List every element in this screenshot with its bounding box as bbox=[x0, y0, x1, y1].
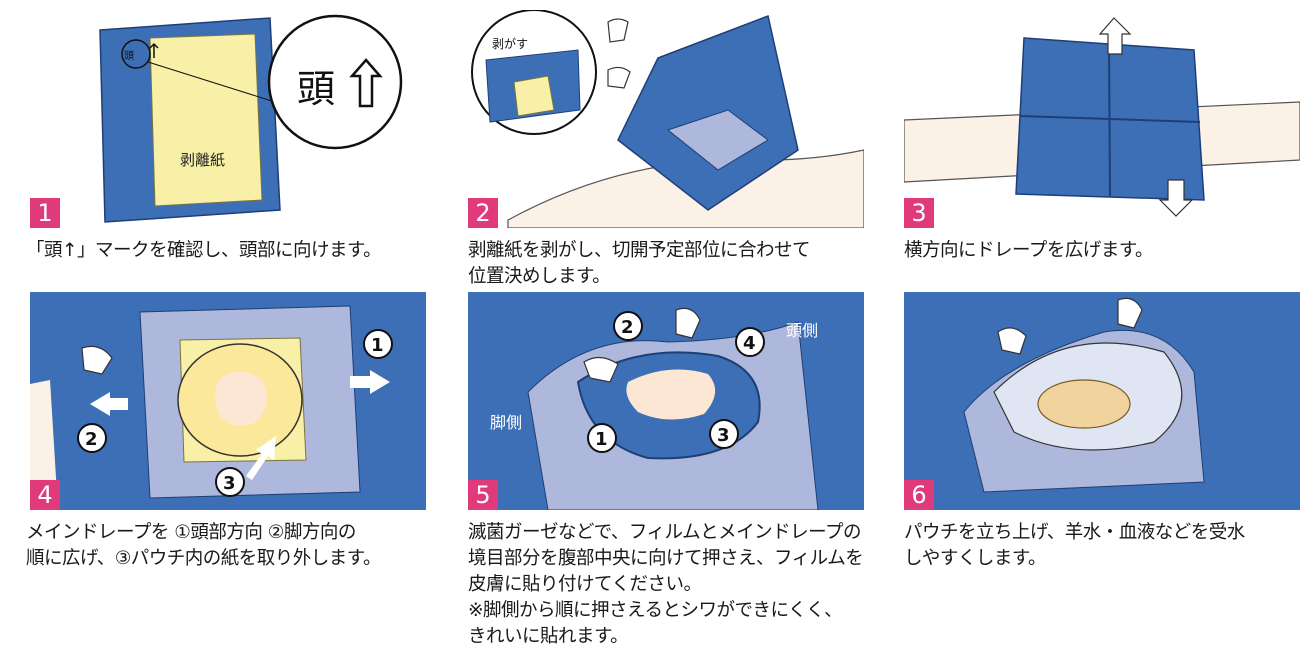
step-6-caption: パウチを立ち上げ、羊水・血液などを受水 しやすくします。 bbox=[904, 522, 1245, 569]
step-6-illustration: 6 bbox=[904, 292, 1300, 510]
zoom-head-label: 頭 bbox=[297, 67, 335, 111]
callout-3: 3 bbox=[717, 425, 730, 446]
step-2-caption: 剥離紙を剥がし、切開予定部位に合わせて 位置決めします。 bbox=[468, 240, 811, 287]
step-number: 2 bbox=[468, 198, 498, 228]
callout-1: 1 bbox=[595, 429, 608, 450]
step-3-illustration: 3 bbox=[904, 10, 1300, 228]
small-head-label: 頭 bbox=[124, 50, 134, 62]
step-5-caption: 滅菌ガーゼなどで、フィルムとメインドレープの 境目部分を腹部中央に向けて押さえ、… bbox=[468, 522, 864, 647]
callout-2: 2 bbox=[85, 429, 98, 450]
head-side-label: 頭側 bbox=[786, 321, 818, 340]
callout-4: 4 bbox=[743, 333, 756, 354]
step-number: 4 bbox=[30, 480, 60, 510]
callout-3: 3 bbox=[223, 473, 236, 494]
step-number: 1 bbox=[30, 198, 60, 228]
foot-side-label: 脚側 bbox=[490, 413, 522, 432]
step-3-caption: 横方向にドレープを広げます。 bbox=[904, 240, 1154, 261]
step-1-caption: 「頭↑」マークを確認し、頭部に向けます。 bbox=[26, 240, 382, 261]
step-number: 3 bbox=[904, 198, 934, 228]
step-2-illustration: 剥がす 2 bbox=[468, 10, 864, 228]
step-4-illustration: 1 2 3 4 bbox=[30, 292, 426, 510]
step-number: 6 bbox=[904, 480, 934, 510]
peel-label: 剥がす bbox=[492, 36, 528, 51]
step-number: 5 bbox=[468, 480, 498, 510]
callout-1: 1 bbox=[371, 335, 384, 356]
step-4-caption: メインドレープを ①頭部方向 ②脚方向の 順に広げ、③パウチ内の紙を取り外します… bbox=[26, 522, 381, 569]
paper-label: 剥離紙 bbox=[180, 151, 225, 169]
callout-2: 2 bbox=[621, 317, 634, 338]
step-5-illustration: 2 4 1 3 頭側 脚側 5 bbox=[468, 292, 864, 510]
step-1-illustration: 頭 頭 剥離紙 1 bbox=[30, 10, 426, 228]
